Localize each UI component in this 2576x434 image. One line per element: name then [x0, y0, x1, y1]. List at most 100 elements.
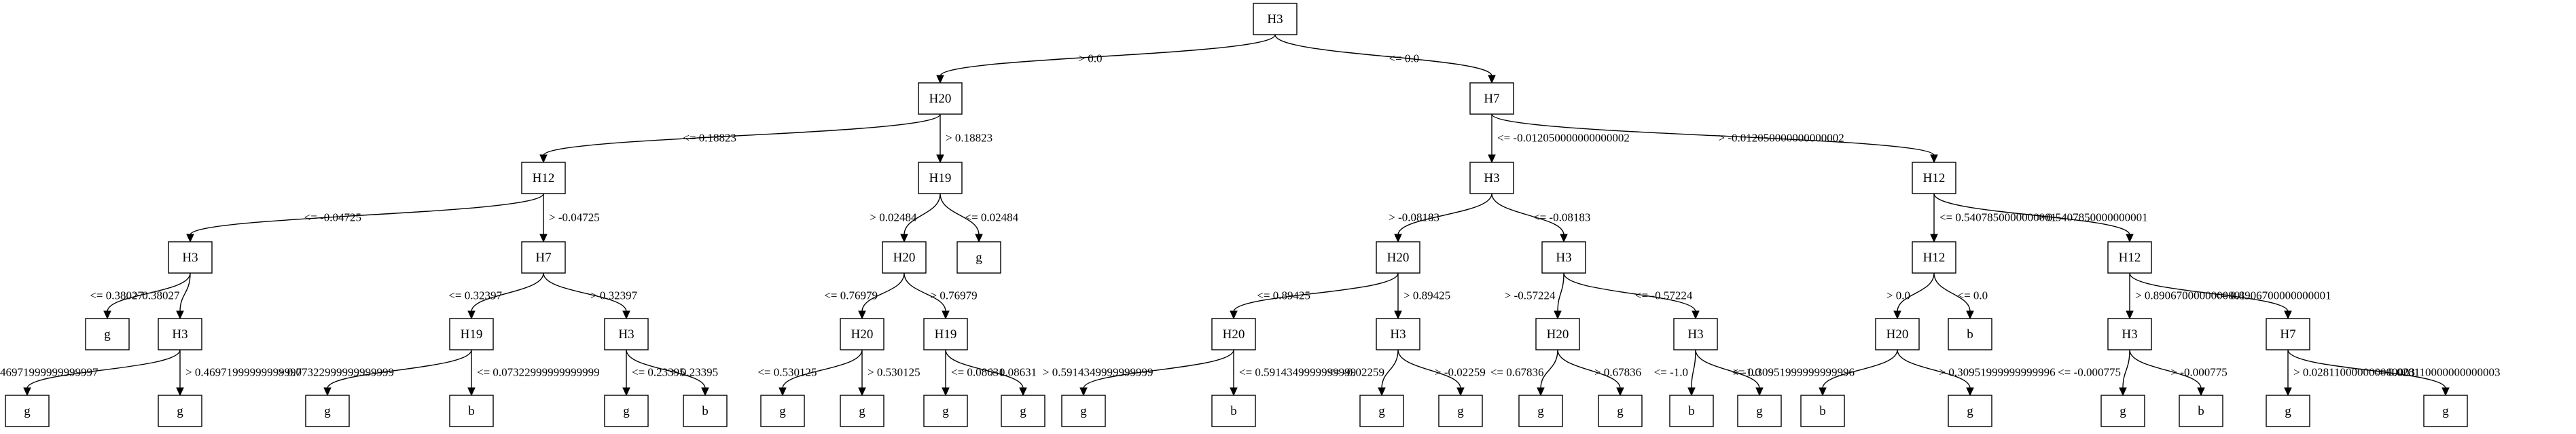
- edge-line: [2122, 349, 2130, 389]
- edge-line: [1274, 34, 1492, 77]
- edge-line: [1933, 272, 1971, 312]
- edge-line: [904, 193, 941, 236]
- edge-line: [1563, 272, 1696, 312]
- edge-condition-label: <= 0.5914349999999999: [1239, 366, 1356, 379]
- edge-arrowhead: [1966, 310, 1974, 320]
- edge-condition-label: <= -0.000775: [2058, 366, 2121, 379]
- tree-edge: <= 0.38027: [90, 272, 191, 320]
- feature-label: H3: [182, 251, 198, 265]
- edge-arrowhead: [23, 387, 31, 397]
- edge-arrowhead: [1019, 387, 1027, 397]
- leaf-node: g: [305, 395, 350, 427]
- edge-line: [861, 272, 905, 312]
- edge-line: [1822, 349, 1898, 389]
- edge-arrowhead: [2126, 234, 2134, 243]
- edge-arrowhead: [539, 234, 548, 243]
- leaf-node: g: [956, 241, 1001, 274]
- edge-condition-label: > -0.02259: [1435, 366, 1486, 379]
- node-box: [1001, 395, 1045, 427]
- feature-label: H19: [935, 327, 957, 342]
- split-node: H3: [2107, 318, 2152, 350]
- node-box: [521, 162, 566, 194]
- leaf-class-label: b: [1967, 327, 1973, 342]
- tree-edge: <= 0.0: [1274, 34, 1496, 84]
- tree-edge: > 0.08631: [945, 349, 1037, 397]
- edge-line: [107, 272, 191, 312]
- tree-edge: <= 0.02484: [940, 193, 1019, 243]
- edge-line: [1557, 349, 1621, 389]
- edge-line: [1933, 193, 2130, 236]
- edge-condition-label: > 0.5914349999999999: [1043, 366, 1153, 379]
- split-node: H12: [2107, 241, 2152, 274]
- edge-arrowhead: [1394, 310, 1402, 320]
- node-box: [1376, 318, 1420, 350]
- edge-arrowhead: [2119, 387, 2127, 397]
- edge-arrowhead: [936, 154, 944, 164]
- feature-label: H20: [1547, 327, 1569, 342]
- edge-line: [1557, 272, 1564, 312]
- leaf-class-label: g: [324, 404, 331, 418]
- node-box: [1211, 395, 1256, 427]
- tree-edge: > 0.38027: [132, 272, 191, 320]
- leaf-class-label: g: [779, 404, 786, 418]
- node-box: [305, 395, 350, 427]
- feature-label: H20: [851, 327, 874, 342]
- tree-edge: > 0.02484: [870, 193, 941, 243]
- edge-condition-label: > 0.30951999999999996: [1939, 366, 2056, 379]
- split-node: H12: [1912, 241, 1956, 274]
- tree-edge: <= 0.07322999999999999: [467, 349, 600, 397]
- node-box: [683, 395, 728, 427]
- feature-label: H3: [2122, 327, 2137, 342]
- leaf-node: g: [158, 395, 202, 427]
- tree-edge: <= -0.08183: [1491, 193, 1590, 243]
- edge-arrowhead: [1687, 387, 1696, 397]
- edge-condition-label: <= 0.30951999999999996: [1732, 366, 1855, 379]
- edge-arrowhead: [2126, 310, 2134, 320]
- edge-arrowhead: [701, 387, 709, 397]
- edge-condition-label: > 0.07322999999999999: [278, 366, 394, 379]
- edge-arrowhead: [1692, 310, 1700, 320]
- edge-condition-label: > 0.8906700000000001: [2135, 289, 2246, 302]
- edge-line: [945, 349, 1024, 389]
- edge-line: [1695, 349, 1760, 389]
- edge-condition-label: > 0.32397: [590, 289, 638, 302]
- edge-condition-label: <= 0.46971999999999997: [0, 366, 99, 379]
- tree-edge: <= 0.5914349999999999: [1230, 349, 1356, 397]
- edge-condition-label: > 0.5407850000000001: [2037, 211, 2148, 224]
- edge-arrowhead: [103, 310, 111, 320]
- tree-edge: <= -1.0: [1654, 349, 1696, 397]
- edge-condition-label: <= 0.67836: [1490, 366, 1544, 379]
- tree-edge: <= -0.000775: [2058, 349, 2130, 397]
- leaf-class-label: g: [1617, 404, 1624, 418]
- feature-label: H12: [1923, 171, 1946, 185]
- feature-label: H19: [929, 171, 952, 185]
- tree-edge: <= 0.46971999999999997: [0, 349, 181, 397]
- edge-line: [26, 349, 181, 389]
- node-box: [1912, 241, 1956, 274]
- split-node: H7: [521, 241, 566, 274]
- edge-arrowhead: [1554, 310, 1562, 320]
- leaf-class-label: g: [2442, 404, 2449, 418]
- split-node: H3: [1376, 318, 1420, 350]
- edge-condition-label: > 0.0: [1078, 52, 1102, 65]
- tree-edge: > 0.5914349999999999: [1043, 349, 1234, 397]
- edge-line: [1397, 349, 1461, 389]
- node-box: [956, 241, 1001, 274]
- tree-edge: > -1.0: [1695, 349, 1764, 397]
- node-box: [918, 162, 963, 194]
- leaf-class-label: b: [1819, 404, 1826, 418]
- tree-edge: <= -0.57224: [1563, 272, 1700, 320]
- node-box: [882, 241, 927, 274]
- edge-arrowhead: [900, 234, 908, 243]
- edge-condition-label: <= 0.0: [1958, 289, 1988, 302]
- node-box: [1598, 395, 1643, 427]
- leaf-class-label: b: [2198, 404, 2204, 418]
- tree-edge: <= -0.02259: [1327, 349, 1399, 397]
- edge-arrowhead: [1456, 387, 1465, 397]
- leaf-node: g: [840, 395, 884, 427]
- node-box: [168, 241, 213, 274]
- node-box: [1518, 395, 1563, 427]
- node-box: [1948, 318, 1992, 350]
- edge-line: [471, 272, 544, 312]
- edge-arrowhead: [2284, 387, 2292, 397]
